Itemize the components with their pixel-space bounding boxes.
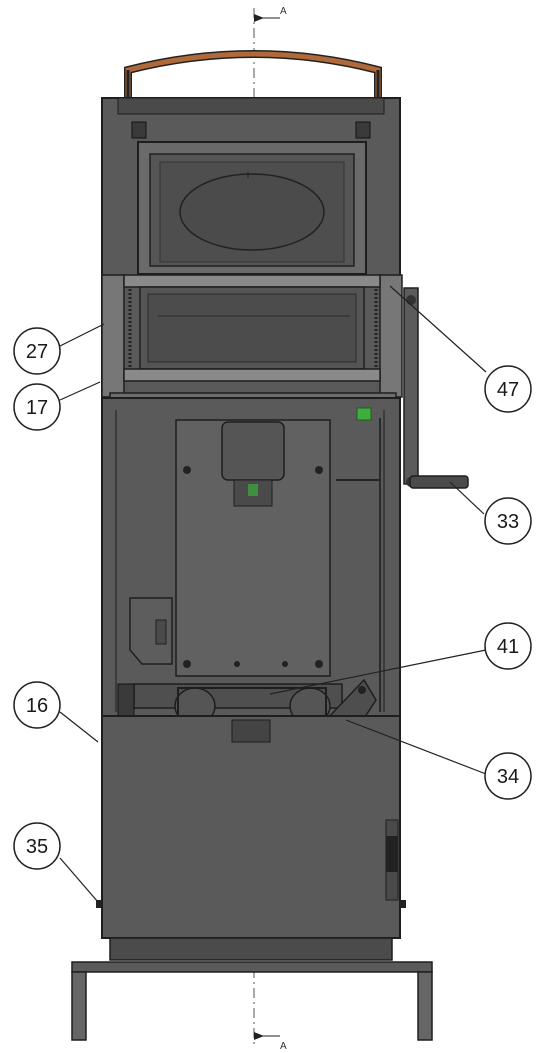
callout-label-41: 41 xyxy=(497,636,519,658)
callout-label-47: 47 xyxy=(497,379,519,401)
lower-cabinet xyxy=(96,715,406,961)
callout-leaders xyxy=(59,285,487,903)
callout-label-27: 27 xyxy=(26,341,48,363)
crank-handle xyxy=(403,287,469,489)
callout-27: 27 xyxy=(13,327,61,375)
callout-33: 33 xyxy=(484,497,532,545)
callout-label-35: 35 xyxy=(26,836,48,858)
callout-label-34: 34 xyxy=(497,766,519,788)
callout-label-16: 16 xyxy=(26,695,48,717)
middle-tray xyxy=(109,274,397,408)
base-stand xyxy=(71,961,433,1041)
callout-16: 16 xyxy=(13,681,61,729)
section-marker-bottom: A xyxy=(254,1032,287,1052)
main-body xyxy=(101,397,401,717)
callout-label-17: 17 xyxy=(26,397,48,419)
section-label-top: A xyxy=(280,6,287,17)
callout-label-33: 33 xyxy=(497,511,519,533)
callout-47: 47 xyxy=(484,365,532,413)
callout-35: 35 xyxy=(13,822,61,870)
callout-17: 17 xyxy=(13,383,61,431)
section-marker-top: A xyxy=(254,6,287,22)
window-ellipse xyxy=(179,173,325,251)
green-clip xyxy=(356,407,372,421)
section-label-bottom: A xyxy=(280,1041,287,1052)
callout-34: 34 xyxy=(484,752,532,800)
callout-41: 41 xyxy=(484,622,532,670)
